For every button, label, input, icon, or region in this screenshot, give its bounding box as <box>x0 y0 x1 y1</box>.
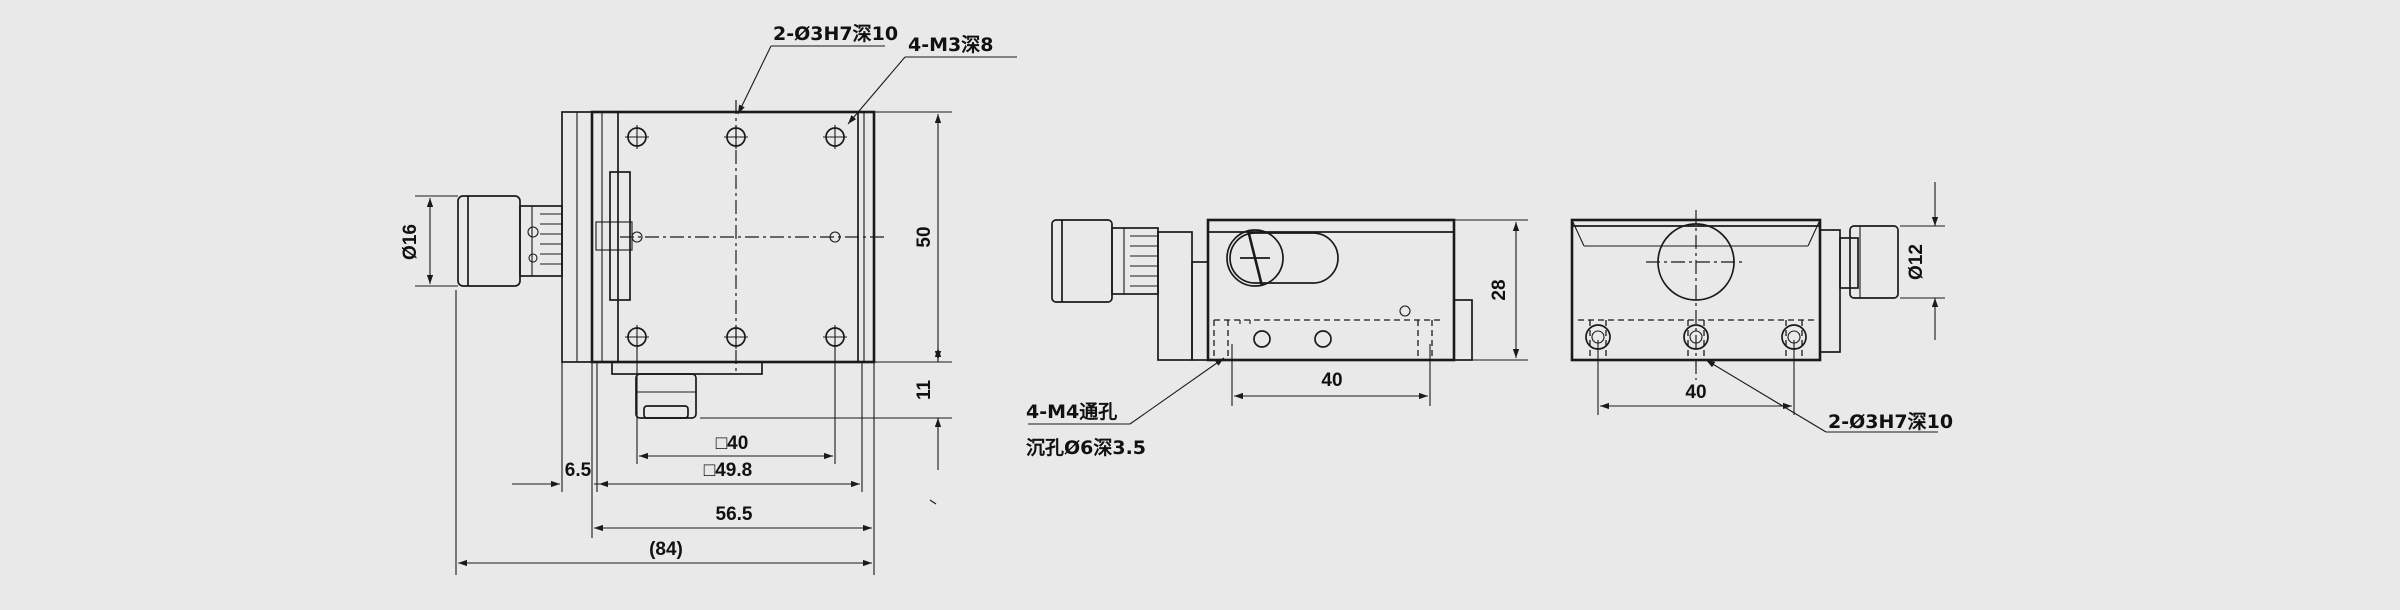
label-width-6-5: 6.5 <box>565 460 592 481</box>
front-view <box>415 45 1017 575</box>
label-sq-49-8: □49.8 <box>704 460 752 481</box>
side-view <box>1028 218 1528 425</box>
end-view <box>1570 182 1945 433</box>
label-top-hole-pins: 2-Ø3H7深10 <box>773 22 898 45</box>
label-end-dia-12: Ø12 <box>1906 244 1927 280</box>
label-side-height-28: 28 <box>1489 279 1510 300</box>
label-height-50: 50 <box>914 226 935 247</box>
label-side-40: 40 <box>1321 370 1342 391</box>
label-side-holes-line2: 沉孔Ø6深3.5 <box>1026 436 1146 459</box>
label-height-11: 11 <box>914 380 935 401</box>
front-holes <box>625 125 847 349</box>
label-sq-40: □40 <box>716 433 749 454</box>
label-width-56-5: 56.5 <box>716 504 753 525</box>
label-top-hole-threads: 4-M3深8 <box>908 33 993 56</box>
front-knob <box>457 195 563 287</box>
label-dia-knob-front: Ø16 <box>400 224 421 260</box>
label-width-84: (84) <box>649 539 683 560</box>
label-side-holes-line1: 4-M4通孔 <box>1026 401 1117 423</box>
label-end-hole-pins: 2-Ø3H7深10 <box>1828 410 1953 433</box>
label-end-40: 40 <box>1685 382 1706 403</box>
